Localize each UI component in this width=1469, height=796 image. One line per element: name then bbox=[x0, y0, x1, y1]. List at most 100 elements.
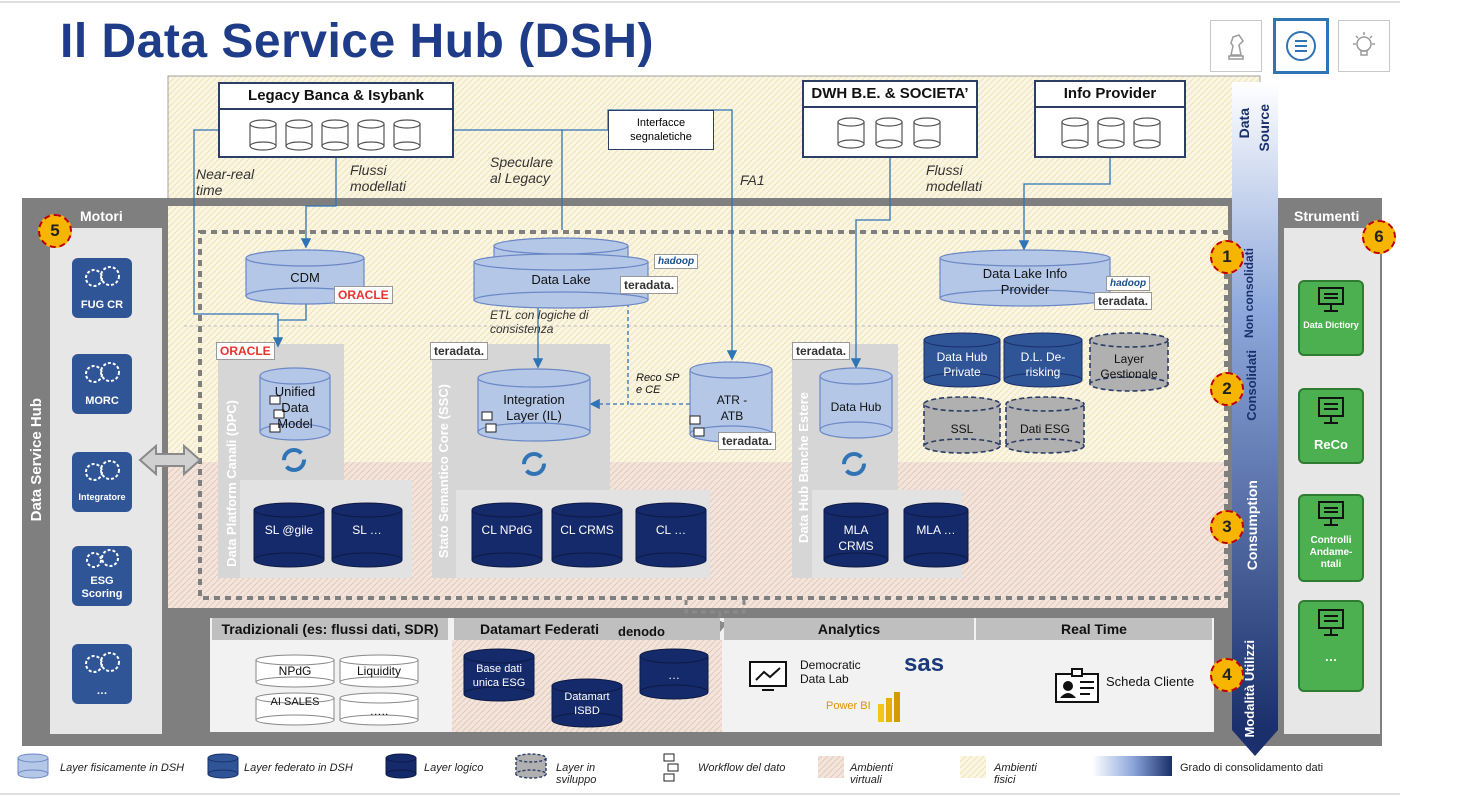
ddl-label: Democratic Data Lab bbox=[800, 658, 861, 686]
dati-esg-label: Dati ESG bbox=[1019, 422, 1070, 436]
source-legacy: Legacy Banca & Isybank bbox=[218, 82, 454, 158]
teradata-logo: teradata. bbox=[620, 276, 679, 294]
tool-label: Data Dictiory bbox=[1303, 320, 1359, 330]
dh-private-label: Data Hub Private bbox=[936, 350, 988, 379]
legend-virtuali: Ambienti virtuali bbox=[850, 762, 893, 786]
gears-icon bbox=[85, 460, 120, 481]
dl-info-label: Data Lake Info Provider bbox=[982, 266, 1068, 297]
oracle-logo: ORACLE bbox=[334, 286, 393, 304]
dashboard-icon bbox=[749, 661, 787, 691]
badge-2: 2 bbox=[1210, 372, 1244, 406]
engine-label: ESG Scoring bbox=[81, 575, 123, 600]
engine-label: Integratore bbox=[78, 492, 126, 502]
engine-integratore[interactable]: Integratore bbox=[72, 452, 132, 512]
monitor-icon bbox=[1318, 501, 1344, 526]
double-arrow-icon bbox=[138, 443, 202, 477]
source-legacy-title: Legacy Banca & Isybank bbox=[220, 84, 452, 110]
badge-3: 3 bbox=[1210, 510, 1244, 544]
id-card-icon bbox=[1055, 668, 1099, 703]
trad-item: Liquidity bbox=[356, 664, 402, 678]
hadoop-logo: hadoop bbox=[654, 254, 699, 269]
teradata-logo: teradata. bbox=[430, 342, 489, 360]
list-icon[interactable] bbox=[1273, 18, 1329, 74]
ssc-label: Stato Semantico Core (SSC) bbox=[436, 384, 451, 559]
teradata-logo: teradata. bbox=[718, 432, 777, 450]
sas-logo: sas bbox=[904, 650, 945, 677]
dm-item: … bbox=[668, 668, 680, 682]
col-tradizionali: Tradizionali (es: flussi dati, SDR) bbox=[212, 618, 448, 640]
legend-federato: Layer federato in DSH bbox=[244, 762, 353, 774]
cl2-label: CL CRMS bbox=[560, 523, 614, 537]
il-label: Integration Layer (IL) bbox=[503, 392, 565, 423]
source-info: Info Provider bbox=[1034, 80, 1186, 158]
data-label: Data bbox=[1236, 108, 1252, 139]
engine-morc[interactable]: MORC bbox=[72, 354, 132, 414]
legend-logico: Layer logico bbox=[424, 762, 484, 774]
tool-label: ReCo bbox=[1314, 437, 1348, 452]
gears-icon bbox=[86, 549, 119, 568]
dl-derisk-label: D.L. De-risking bbox=[1020, 350, 1066, 379]
col-analytics: Analytics bbox=[724, 618, 974, 640]
sl1-label: SL @gile bbox=[264, 523, 314, 537]
sl2-label: SL … bbox=[352, 523, 382, 537]
powerbi-label: Power BI bbox=[826, 700, 871, 712]
dsh-side-label: Data Service Hub bbox=[28, 398, 45, 522]
legend-fisico: Layer fisicamente in DSH bbox=[60, 762, 185, 774]
page-title: Il Data Service Hub (DSH) bbox=[60, 15, 654, 68]
layer-gest-label: Layer Gestionale bbox=[1100, 352, 1158, 381]
oracle-logo: ORACLE bbox=[216, 342, 275, 360]
legend-icons bbox=[17, 753, 986, 782]
atr-label: ATR - ATB bbox=[716, 393, 748, 423]
badge-4: 4 bbox=[1210, 658, 1244, 692]
teradata-logo: teradata. bbox=[1094, 292, 1153, 310]
legend-sviluppo: Layer in sviluppo bbox=[556, 762, 597, 786]
consolidation-bar bbox=[1232, 82, 1278, 730]
engine-esg[interactable]: ESG Scoring bbox=[72, 546, 132, 606]
utilizzi-label: Modalità Utilizzi bbox=[1242, 640, 1257, 738]
database-icons bbox=[837, 117, 941, 149]
consumption-label: Consumption bbox=[1244, 480, 1260, 571]
gears-icon bbox=[85, 266, 120, 287]
ssl-label: SSL bbox=[950, 422, 974, 436]
trad-item: NPdG bbox=[278, 664, 312, 678]
lightbulb-icon[interactable] bbox=[1338, 20, 1390, 72]
tool-reco[interactable]: ReCo bbox=[1298, 388, 1364, 464]
flussi-label-1: Flussi modellati bbox=[350, 162, 407, 194]
mla2-label: MLA … bbox=[916, 523, 956, 537]
teradata-logo: teradata. bbox=[792, 342, 851, 360]
tool-more[interactable]: … bbox=[1298, 600, 1364, 692]
tool-controlli[interactable]: Controlli Andame-ntali bbox=[1298, 494, 1364, 582]
flussi-label-2: Flussi modellati bbox=[926, 162, 983, 194]
badge-1: 1 bbox=[1210, 240, 1244, 274]
mla1-label: MLA CRMS bbox=[838, 523, 874, 553]
chess-icon[interactable] bbox=[1210, 20, 1262, 72]
denodo-logo: denodo bbox=[618, 624, 665, 639]
source-dwh-title: DWH B.E. & SOCIETA’ bbox=[804, 82, 976, 108]
trad-item: ….. bbox=[369, 704, 389, 718]
motori-title: Motori bbox=[80, 208, 123, 224]
engine-more[interactable]: … bbox=[72, 644, 132, 704]
dm-item: Datamart ISBD bbox=[564, 691, 610, 717]
database-icons bbox=[1061, 117, 1161, 149]
cl1-label: CL NPdG bbox=[481, 523, 533, 537]
legend-workflow: Workflow del dato bbox=[698, 762, 786, 774]
cdm-label: CDM bbox=[290, 270, 320, 285]
monitor-icon bbox=[1318, 609, 1344, 636]
cl3-label: CL … bbox=[655, 523, 687, 537]
datahub-label: Data Hub bbox=[830, 400, 882, 414]
strumenti-title: Strumenti bbox=[1294, 208, 1360, 224]
reco-label: Reco SP e CE bbox=[636, 372, 680, 396]
source-dwh: DWH B.E. & SOCIETA’ bbox=[802, 80, 978, 158]
interfacce-segnaletiche: Interfacce segnaletiche bbox=[608, 110, 714, 150]
badge-6: 6 bbox=[1362, 220, 1396, 254]
consolidati-label: Consolidati bbox=[1244, 350, 1259, 421]
tool-data-dictiory[interactable]: Data Dictiory bbox=[1298, 280, 1364, 356]
near-real-label: Near-real time bbox=[196, 166, 255, 198]
monitor-icon bbox=[1318, 287, 1344, 312]
tool-label: … bbox=[1324, 649, 1338, 664]
engine-label: … bbox=[96, 685, 108, 697]
powerbi-icon bbox=[878, 692, 900, 722]
source-info-title: Info Provider bbox=[1036, 82, 1184, 108]
engine-fug-cr[interactable]: FUG CR bbox=[72, 258, 132, 318]
datalake-label: Data Lake bbox=[531, 272, 591, 287]
